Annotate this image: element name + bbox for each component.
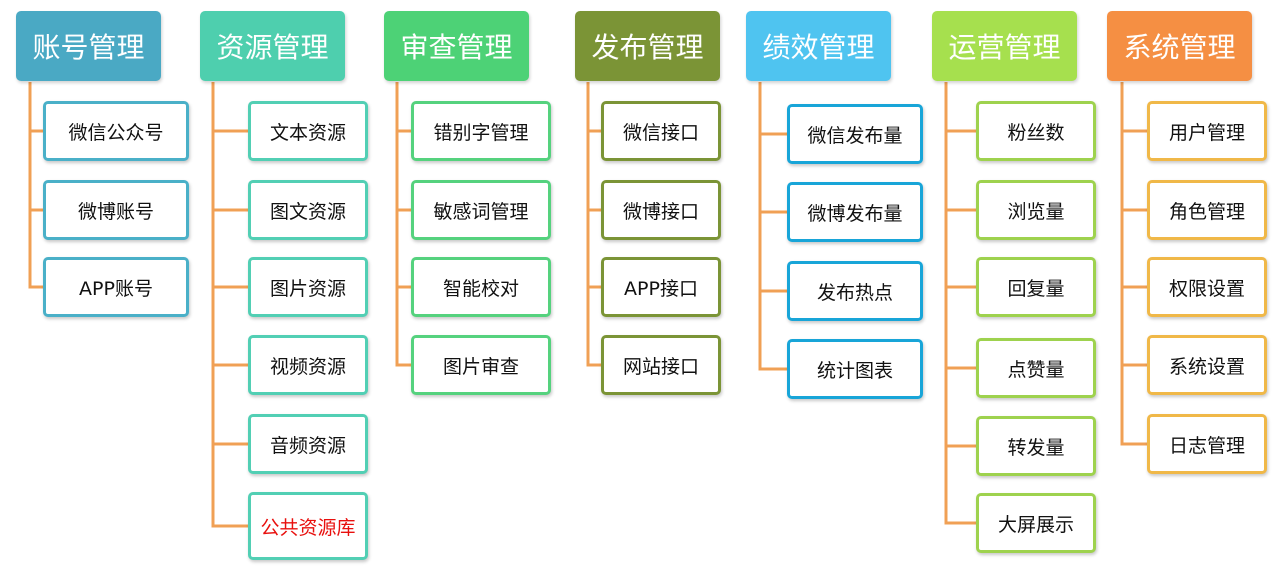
node-publish-1[interactable]: 微博接口 (601, 180, 721, 240)
column-header-performance: 绩效管理 (746, 11, 891, 81)
node-performance-1[interactable]: 微博发布量 (787, 182, 923, 242)
node-performance-0[interactable]: 微信发布量 (787, 104, 923, 164)
node-publish-0[interactable]: 微信接口 (601, 101, 721, 161)
column-header-resource: 资源管理 (200, 11, 345, 81)
column-header-account: 账号管理 (16, 11, 161, 81)
node-system-1[interactable]: 角色管理 (1147, 180, 1267, 240)
node-publish-2[interactable]: APP接口 (601, 257, 721, 317)
node-operations-2[interactable]: 回复量 (976, 257, 1096, 317)
column-header-publish: 发布管理 (575, 11, 720, 81)
node-account-0[interactable]: 微信公众号 (43, 101, 189, 161)
node-resource-4[interactable]: 音频资源 (248, 414, 368, 474)
node-resource-1[interactable]: 图文资源 (248, 180, 368, 240)
node-system-0[interactable]: 用户管理 (1147, 101, 1267, 161)
node-review-1[interactable]: 敏感词管理 (411, 180, 551, 240)
column-header-system: 系统管理 (1107, 11, 1252, 81)
node-system-2[interactable]: 权限设置 (1147, 257, 1267, 317)
node-resource-5[interactable]: 公共资源库 (248, 492, 368, 560)
node-account-2[interactable]: APP账号 (43, 257, 189, 317)
node-operations-4[interactable]: 转发量 (976, 416, 1096, 476)
node-performance-3[interactable]: 统计图表 (787, 339, 923, 399)
column-header-review: 审查管理 (384, 11, 529, 81)
node-review-3[interactable]: 图片审查 (411, 335, 551, 395)
node-performance-2[interactable]: 发布热点 (787, 261, 923, 321)
node-resource-3[interactable]: 视频资源 (248, 335, 368, 395)
node-operations-3[interactable]: 点赞量 (976, 338, 1096, 398)
node-publish-3[interactable]: 网站接口 (601, 335, 721, 395)
node-resource-0[interactable]: 文本资源 (248, 101, 368, 161)
node-operations-1[interactable]: 浏览量 (976, 180, 1096, 240)
column-header-operations: 运营管理 (932, 11, 1077, 81)
node-review-0[interactable]: 错别字管理 (411, 101, 551, 161)
node-review-2[interactable]: 智能校对 (411, 257, 551, 317)
node-system-4[interactable]: 日志管理 (1147, 414, 1267, 474)
node-resource-2[interactable]: 图片资源 (248, 257, 368, 317)
node-operations-5[interactable]: 大屏展示 (976, 493, 1096, 553)
node-account-1[interactable]: 微博账号 (43, 180, 189, 240)
node-system-3[interactable]: 系统设置 (1147, 335, 1267, 395)
node-operations-0[interactable]: 粉丝数 (976, 101, 1096, 161)
